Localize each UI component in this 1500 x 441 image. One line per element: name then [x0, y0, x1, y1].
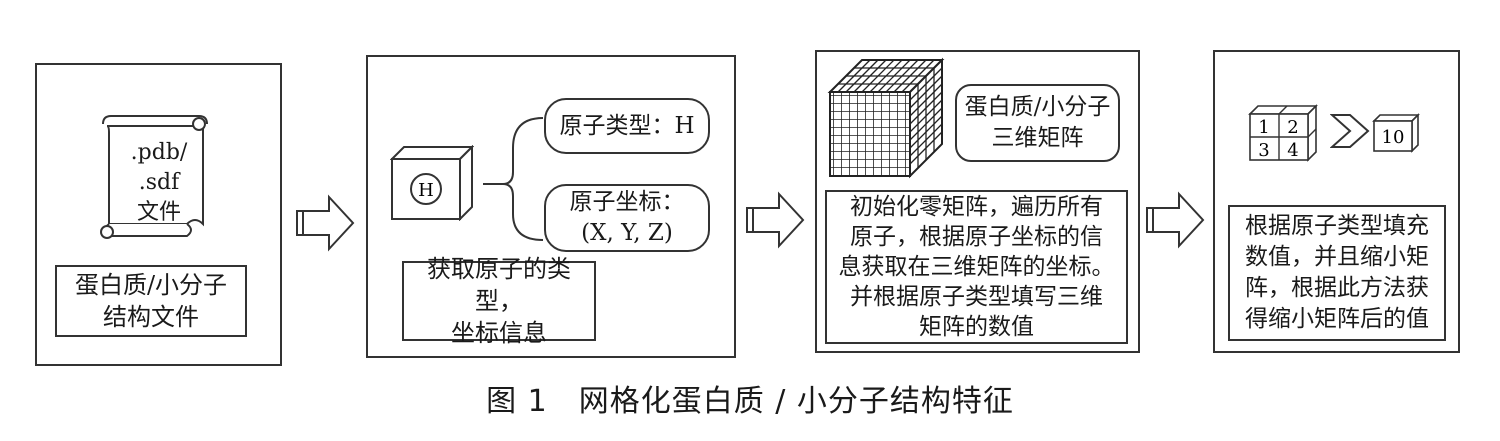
- scroll-file-icon: [100, 115, 208, 239]
- result-value: 10: [1382, 127, 1405, 148]
- bracket-connector: [483, 117, 544, 241]
- atom-symbol: H: [418, 180, 434, 201]
- matrix-label-box: 蛋白质/小分子 三维矩阵: [955, 84, 1120, 162]
- chevron-right-icon: [1330, 114, 1370, 148]
- cell-3: 3: [1258, 140, 1269, 161]
- atom-cube-icon: H: [390, 145, 474, 221]
- file-ext-text: .pdb/ .sdf 文件: [130, 140, 188, 225]
- cell-4: 4: [1287, 140, 1298, 161]
- atom-coord-box: 原子坐标： (X, Y, Z): [544, 184, 710, 252]
- atom-type-box: 原子类型：H: [544, 98, 710, 154]
- cell-2: 2: [1287, 117, 1298, 138]
- arrow-icon: [1146, 191, 1205, 249]
- grid-cube-icon: [827, 57, 945, 179]
- cell-1: 1: [1258, 117, 1269, 138]
- structure-file-label: 蛋白质/小分子 结构文件: [55, 265, 247, 337]
- reduce-description: 根据原子类型填充 数值，并且缩小矩 阵，根据此方法获 得缩小矩阵后的值: [1228, 205, 1446, 341]
- block-2x2-icon: 1 2 3 4: [1248, 104, 1318, 162]
- arrow-icon: [296, 194, 355, 252]
- arrow-icon: [746, 191, 805, 249]
- matrix-description: 初始化零矩阵，遍历所有 原子，根据原子坐标的信 息获取在三维矩阵的坐标。 并根据…: [825, 190, 1128, 344]
- atom-info-label: 获取原子的类型， 坐标信息: [402, 255, 596, 347]
- result-block-icon: 10: [1372, 113, 1420, 153]
- figure-caption: 图 1 网格化蛋白质 / 小分子结构特征: [486, 384, 1014, 419]
